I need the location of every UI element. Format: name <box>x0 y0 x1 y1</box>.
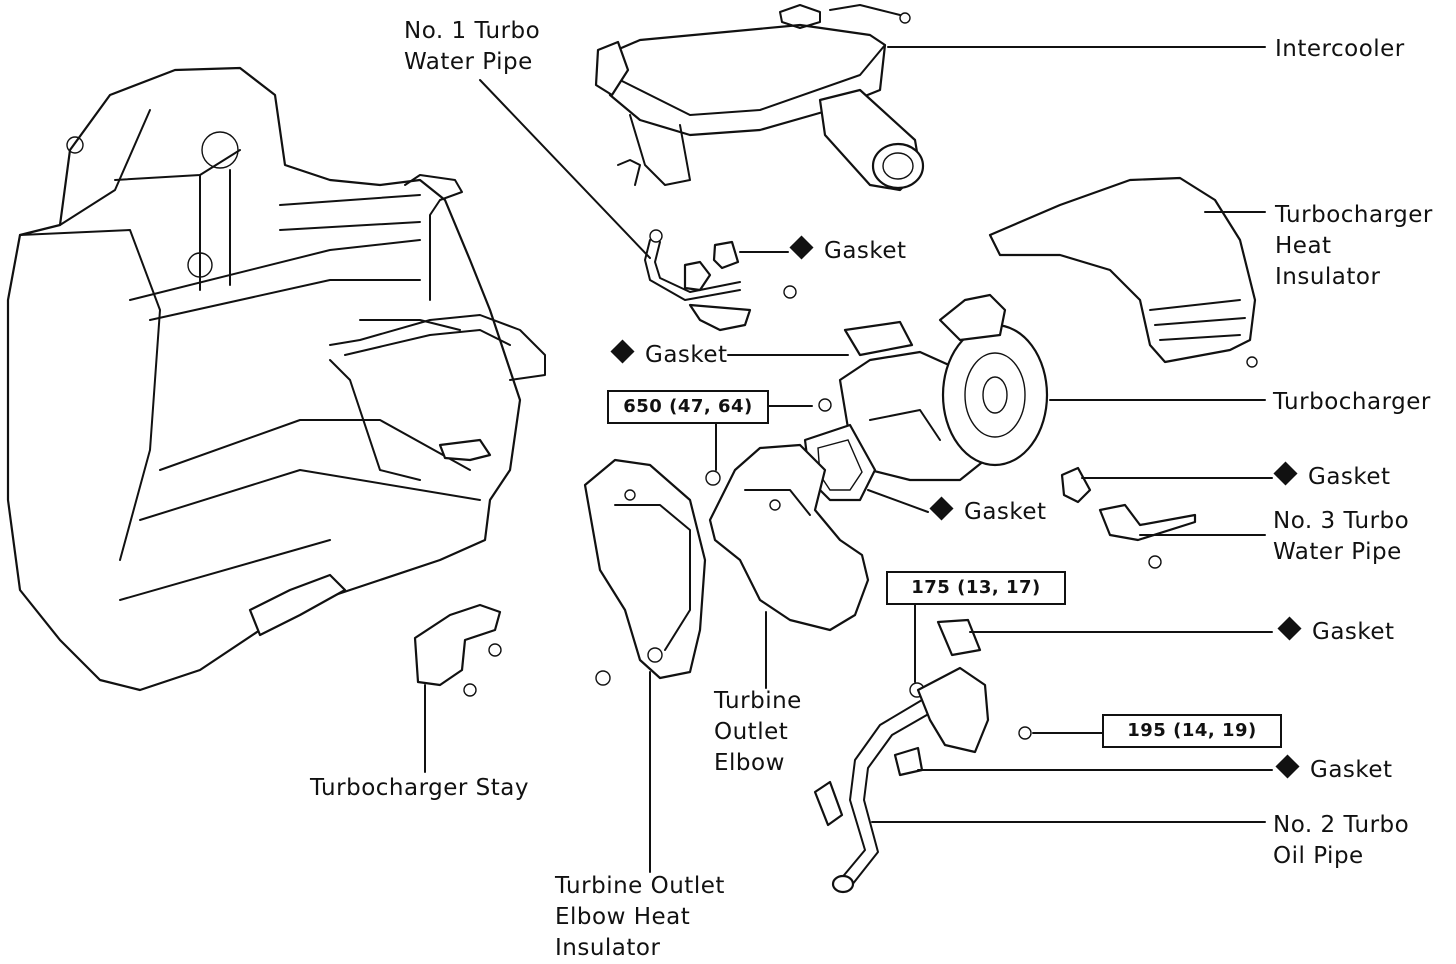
intercooler-part <box>594 4 925 192</box>
label-line: Elbow <box>714 750 785 776</box>
diamond-icon <box>1277 616 1302 641</box>
label-gasket-6: Gasket <box>1275 754 1393 786</box>
label-gasket-2: Gasket <box>610 339 728 371</box>
diamond-icon <box>1273 461 1298 486</box>
label-no3-turbo-water-pipe: No. 3 Turbo Water Pipe <box>1273 506 1409 568</box>
no2-oil-pipe-part <box>813 666 990 894</box>
label-line: Water Pipe <box>1273 539 1402 565</box>
label-line: Elbow Heat <box>555 904 691 930</box>
label-no1-turbo-water-pipe: No. 1 Turbo Water Pipe <box>404 16 540 78</box>
label-text: Gasket <box>824 238 907 264</box>
label-text: Gasket <box>964 499 1047 525</box>
label-gasket-1: Gasket <box>789 235 907 267</box>
label-line: Insulator <box>555 935 661 961</box>
diamond-icon <box>929 496 954 521</box>
torque-spec-195: 195 (14, 19) <box>1102 714 1282 748</box>
turbocharger-heat-insulator-part <box>988 176 1258 368</box>
engine-block <box>6 66 546 692</box>
label-line: Turbine <box>714 688 802 714</box>
turbocharger-part <box>818 293 1049 482</box>
label-turbocharger-heat-insulator: Turbocharger Heat Insulator <box>1275 200 1433 293</box>
label-turbine-outlet-elbow: Turbine Outlet Elbow <box>714 686 802 779</box>
label-no2-turbo-oil-pipe: No. 2 Turbo Oil Pipe <box>1273 810 1409 872</box>
label-gasket-4: Gasket <box>929 496 1047 528</box>
label-intercooler: Intercooler <box>1275 36 1405 62</box>
label-line: Turbine Outlet <box>555 873 725 899</box>
torque-spec-650: 650 (47, 64) <box>607 390 769 424</box>
label-line: Outlet <box>714 719 789 745</box>
label-turbocharger: Turbocharger <box>1273 389 1431 415</box>
turbine-outlet-elbow-part <box>708 443 870 632</box>
diamond-icon <box>610 339 635 364</box>
label-gasket-3: Gasket <box>1273 461 1391 493</box>
no1-water-pipe-part <box>644 229 797 332</box>
diamond-icon <box>789 235 814 260</box>
label-line: Oil Pipe <box>1273 843 1364 869</box>
label-turbine-outlet-elbow-heat-insulator: Turbine Outlet Elbow Heat Insulator <box>555 871 725 964</box>
elbow-heat-insulator-part <box>583 458 707 680</box>
label-line: No. 3 Turbo <box>1273 508 1410 534</box>
label-line: No. 2 Turbo <box>1273 812 1410 838</box>
label-line: Insulator <box>1275 264 1381 290</box>
diamond-icon <box>1275 754 1300 779</box>
label-gasket-5: Gasket <box>1277 616 1395 648</box>
label-text: Gasket <box>1308 464 1391 490</box>
label-line: No. 1 Turbo <box>404 18 541 44</box>
label-line: Turbocharger <box>1275 202 1433 228</box>
label-turbocharger-stay: Turbocharger Stay <box>310 775 529 801</box>
label-text: Gasket <box>1310 757 1393 783</box>
label-text: Gasket <box>1312 619 1395 645</box>
torque-spec-175: 175 (13, 17) <box>886 571 1066 605</box>
leader-lines <box>424 46 1273 873</box>
label-text: Gasket <box>645 342 728 368</box>
turbocharger-stay-part <box>413 603 502 697</box>
label-line: Water Pipe <box>404 49 533 75</box>
label-line: Heat <box>1275 233 1332 259</box>
